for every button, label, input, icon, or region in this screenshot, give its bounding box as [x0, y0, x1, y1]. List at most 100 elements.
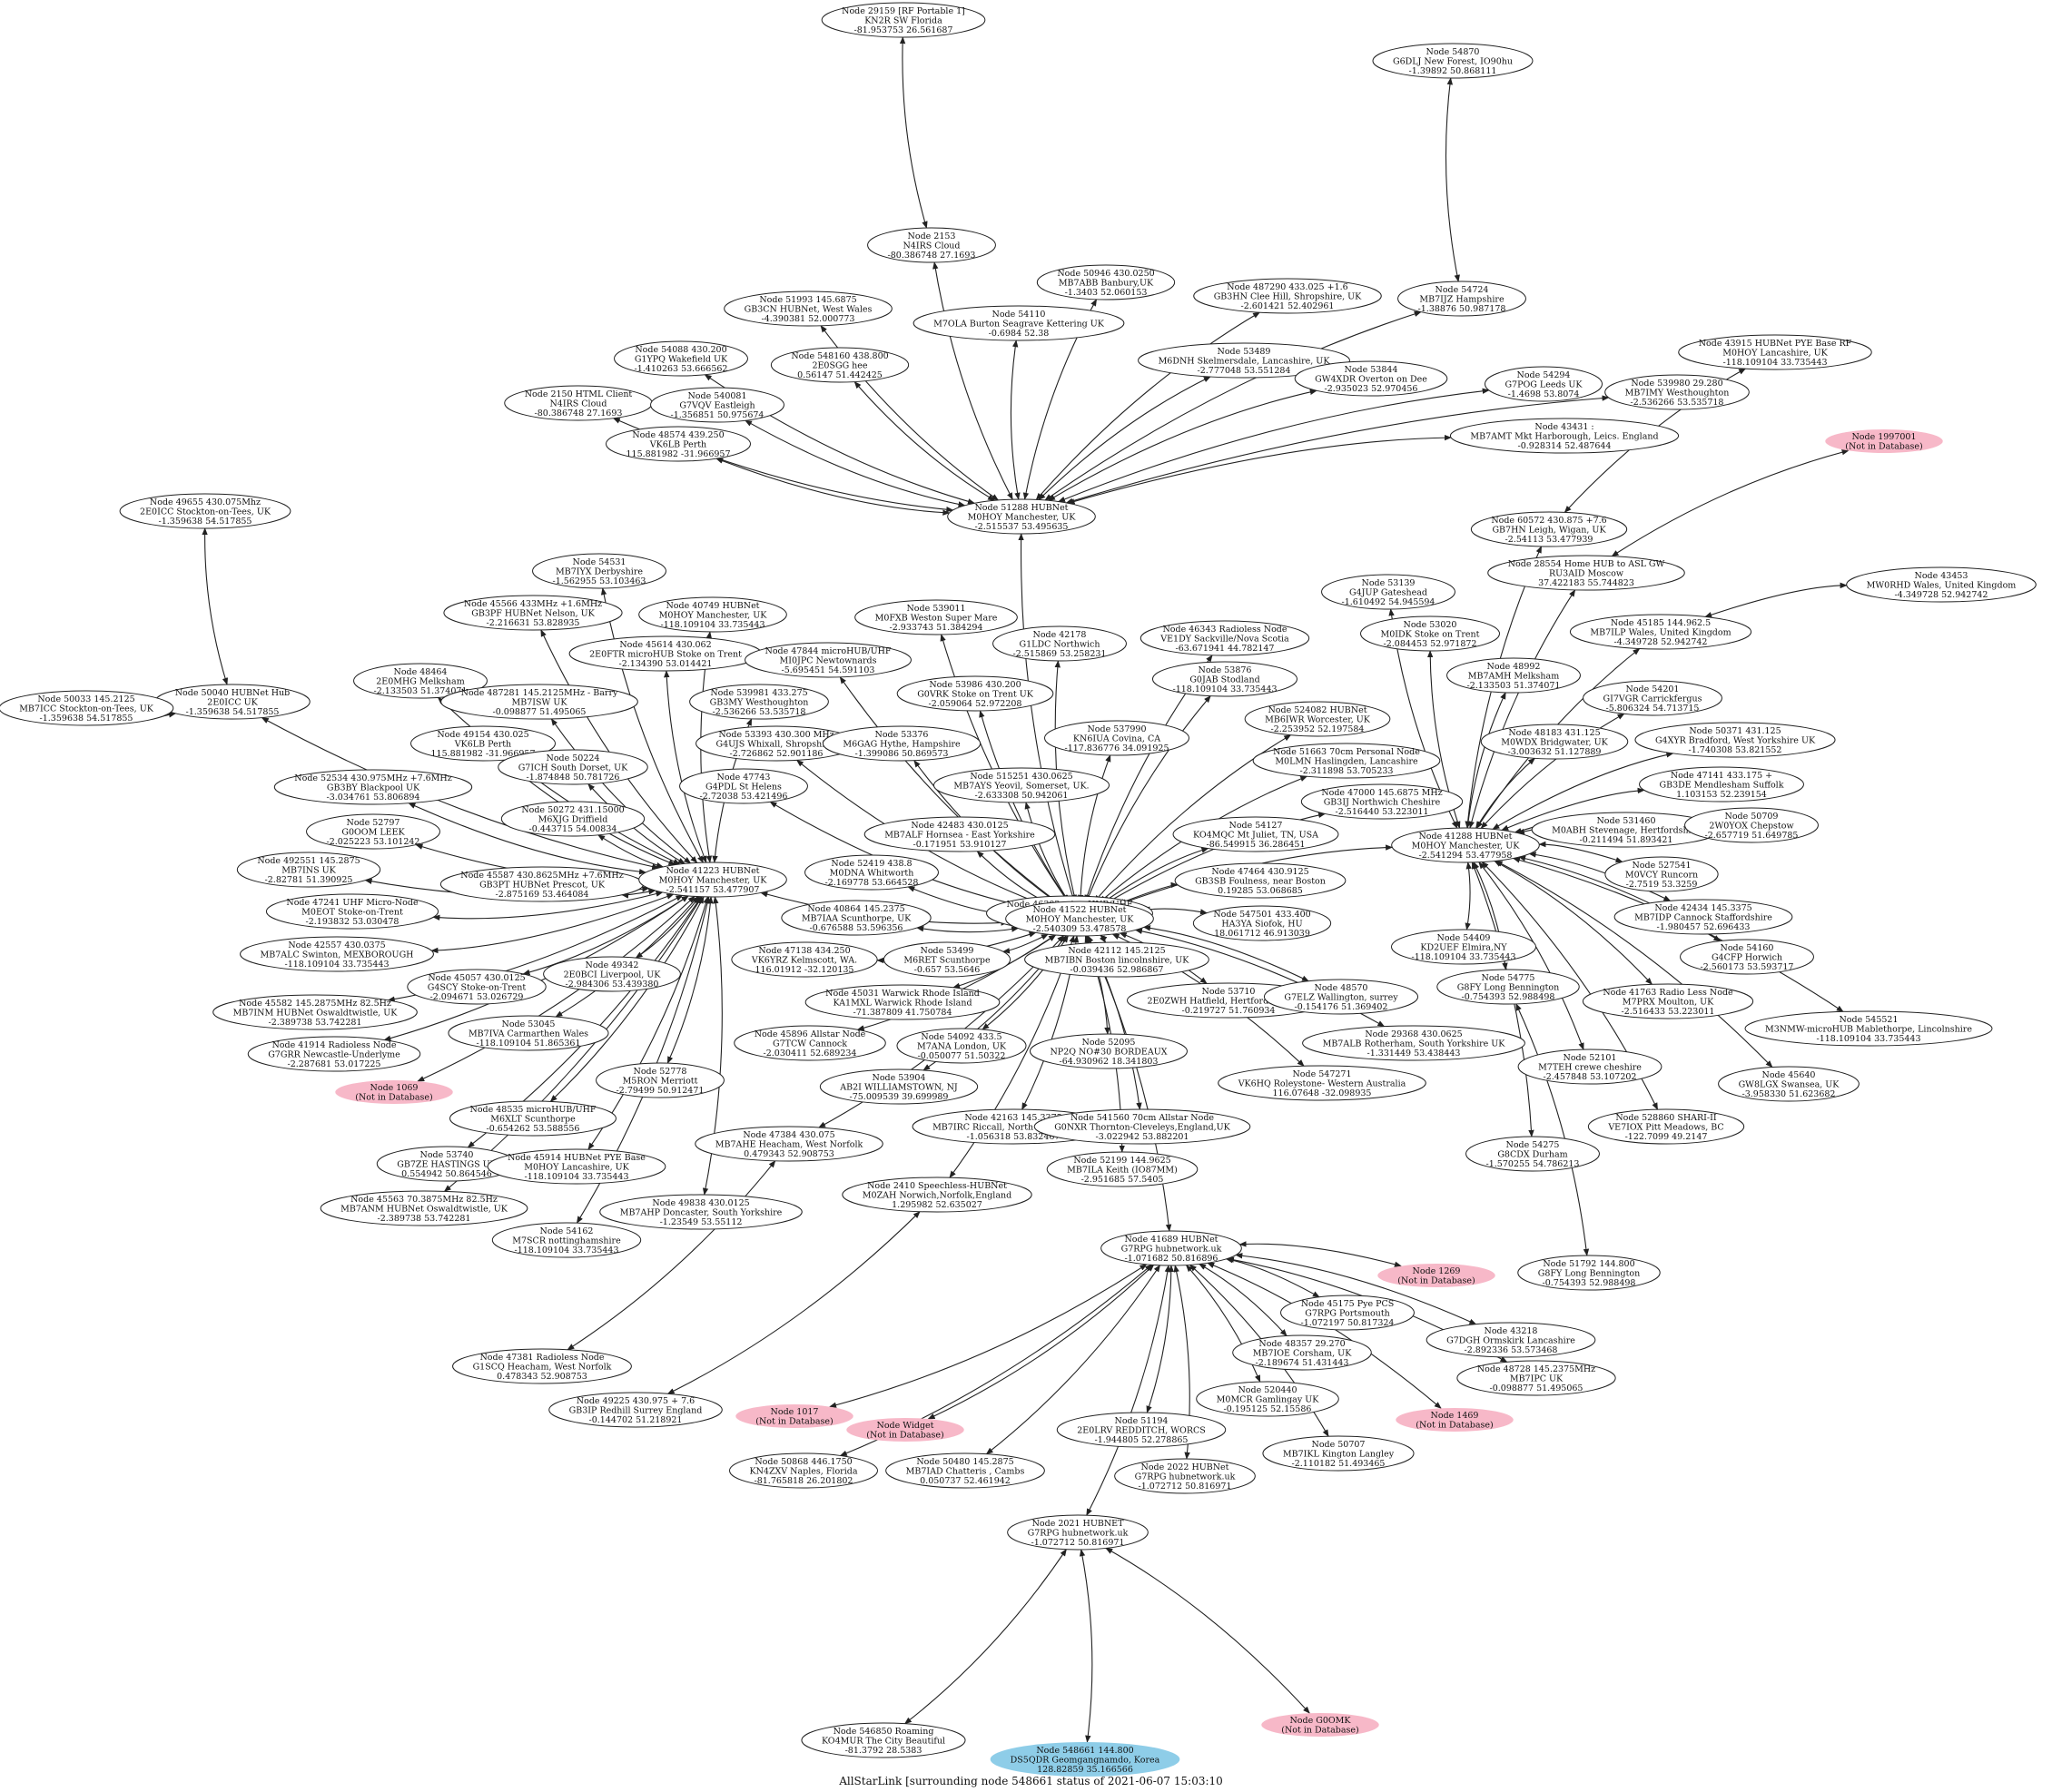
graph-node[interactable]: Node 29159 [RF Portable 1]KN2R SW Florid… [821, 2, 986, 38]
graph-node[interactable]: Node 1269(Not in Database) [1377, 1264, 1495, 1287]
graph-node[interactable]: Node G0OMK(Not in Database) [1261, 1713, 1379, 1737]
graph-node[interactable]: Node 43431 :MB7AMT Mkt Harborough, Leics… [1449, 418, 1680, 454]
graph-node[interactable]: Node 1069(Not in Database) [335, 1080, 453, 1104]
graph-node[interactable]: Node 1997001(Not in Database) [1825, 429, 1943, 453]
graph-node[interactable]: Node 47141 433.175 +GB3DE Mendlesham Suf… [1639, 766, 1804, 802]
graph-node[interactable]: Node Widget(Not in Database) [846, 1418, 964, 1442]
